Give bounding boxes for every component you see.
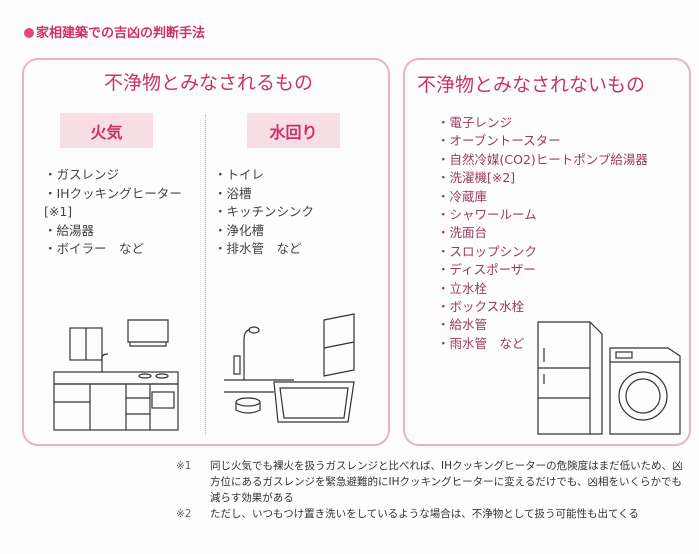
column-divider	[205, 115, 206, 435]
not-impure-title: 不浄物とみなされないもの	[417, 74, 646, 96]
list-item: ・IHクッキングヒーター	[44, 185, 182, 201]
list-item: ・スロップシンク	[437, 243, 538, 259]
impure-box: 不浄物とみなされるもの 火気 水回り ・ガスレンジ ・IHクッキングヒーター […	[22, 58, 390, 446]
bathroom-illustration	[224, 313, 355, 423]
list-item: ・ボイラー など	[44, 241, 145, 256]
heading-text: 家相建築での吉凶の判断手法	[36, 26, 206, 41]
footnote-mark: ※2	[176, 508, 192, 520]
list-item: ・電子レンジ	[437, 115, 513, 130]
fridge-washer-illustration	[537, 321, 681, 435]
list-item: ・浴槽	[214, 185, 252, 201]
fire-list: ・ガスレンジ ・IHクッキングヒーター [※1] ・給湯器 ・ボイラー など	[44, 166, 182, 259]
not-impure-list: ・電子レンジ ・オーブントースター ・自然冷媒(CO2)ヒートポンプ給湯器 ・洗…	[437, 114, 648, 353]
list-item: ・雨水管 など	[437, 335, 525, 351]
footnote-1: ※1 同じ火気でも裸火を扱うガスレンジと比べれば、IHクッキングヒーターの危険度は…	[176, 458, 691, 506]
list-item: ・浄化槽	[214, 222, 265, 238]
footnote-text: ただし、いつもつけ置き洗いをしているような場合は、不浄物として扱う可能性も出てく…	[210, 508, 639, 520]
section-heading: 家相建築での吉凶の判断手法	[24, 22, 205, 41]
water-badge: 水回り	[247, 113, 340, 148]
list-item: ・給水管	[437, 317, 488, 333]
list-item: ・冷蔵庫	[437, 188, 488, 204]
water-list: ・トイレ ・浴槽 ・キッチンシンク ・浄化槽 ・排水管 など	[214, 166, 314, 259]
footnote-2: ※2 ただし、いつもつけ置き洗いをしているような場合は、不浄物として扱う可能性も出…	[176, 506, 691, 522]
not-impure-box: 不浄物とみなされないもの ・電子レンジ ・オーブントースター ・自然冷媒(CO2…	[403, 58, 691, 446]
footnotes: ※1 同じ火気でも裸火を扱うガスレンジと比べれば、IHクッキングヒーターの危険度は…	[176, 458, 691, 522]
list-item: ・シャワールーム	[437, 207, 537, 223]
list-item: ・立水栓	[437, 280, 488, 296]
bullet-dot-icon	[24, 28, 34, 38]
list-item: ・給湯器	[44, 222, 95, 238]
list-item: ・ディスポーザー	[437, 262, 536, 278]
fire-badge: 火気	[60, 113, 153, 148]
list-item: ・トイレ	[214, 167, 265, 182]
footnote-text: 同じ火気でも裸火を扱うガスレンジと比べれば、IHクッキングヒーターの危険度はまだ…	[210, 460, 683, 504]
list-item: ・ボックス水栓	[437, 299, 525, 315]
list-item: ・洗面台	[437, 225, 488, 241]
list-item: [※1]	[44, 204, 73, 219]
impure-title: 不浄物とみなされるもの	[104, 72, 314, 94]
list-item: ・キッチンシンク	[214, 204, 315, 219]
list-item: ・洗濯機[※2]	[437, 170, 516, 186]
list-item: ・自然冷媒(CO2)ヒートポンプ給湯器	[437, 151, 648, 167]
footnote-mark: ※1	[176, 460, 192, 472]
list-item: ・ガスレンジ	[44, 167, 120, 182]
list-item: ・排水管 など	[214, 241, 302, 256]
list-item: ・オーブントースター	[437, 133, 561, 149]
kitchen-illustration	[53, 319, 179, 431]
